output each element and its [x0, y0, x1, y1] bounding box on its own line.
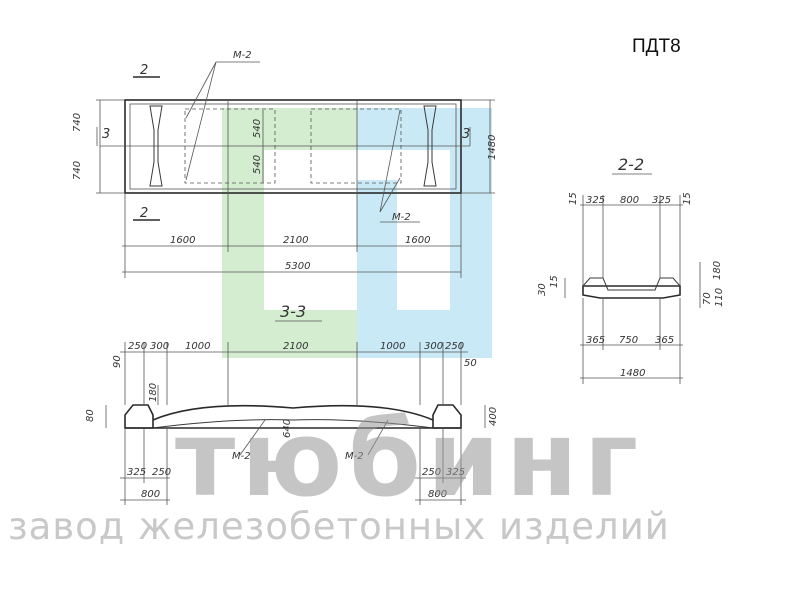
s22-top-dim-1: 15 [568, 192, 579, 205]
s33-bottom-right-dim-1: 250 [422, 467, 441, 478]
s22-right-dim-2: 70 [702, 292, 713, 305]
watermark-brand: тюбинг [175, 398, 645, 520]
plan-view: 2 3 3 2 М-2 М-2 740 740 1480 540 540 160… [72, 50, 498, 278]
logo-blue-stem [357, 180, 397, 310]
s22-bottom-dim-3: 365 [655, 335, 674, 346]
s22-top-dim-2: 325 [586, 195, 605, 206]
s33-top-dim-4: 2100 [283, 341, 308, 352]
s22-top-dim-4: 325 [652, 195, 671, 206]
s22-right-dim-1: 180 [712, 261, 723, 280]
section-2-2: 2-2 15 325 800 325 15 30 15 180 70 110 3… [537, 155, 725, 384]
plan-span-right: 1600 [405, 235, 430, 246]
s33-right-dim-2: 400 [488, 407, 499, 426]
section-2-2-title: 2-2 [618, 155, 644, 174]
logo-green-top [222, 108, 357, 150]
plan-height-upper: 740 [72, 113, 83, 132]
logo-blue-bottom [357, 310, 492, 358]
s33-top-dim-2: 300 [150, 341, 169, 352]
section-3-3: 3-3 250 300 1000 2100 1000 [85, 302, 499, 505]
logo-blue-top [357, 108, 492, 150]
s33-bottom-left-dim-1: 325 [127, 467, 146, 478]
s33-bottom-left-total: 800 [141, 489, 160, 500]
s33-left-dim-2: 80 [85, 409, 96, 422]
s33-inner-dim-1: 180 [148, 383, 159, 402]
s33-top-dim-5: 1000 [380, 341, 405, 352]
s33-inner-dim-2: 640 [282, 419, 293, 438]
plan-inner-dim-upper: 540 [252, 119, 263, 138]
s33-left-dim-1: 90 [112, 355, 123, 368]
section-3-3-title: 3-3 [280, 302, 306, 321]
s33-bottom-right-dim-2: 325 [446, 467, 465, 478]
plan-section-label-left: 3 [102, 127, 110, 142]
s22-right-dim-3: 110 [714, 288, 725, 307]
s33-top-dim-3: 1000 [185, 341, 210, 352]
plan-span-mid: 2100 [283, 235, 308, 246]
s22-top-dim-3: 800 [620, 195, 639, 206]
s33-top-dim-7: 250 [445, 341, 464, 352]
plan-section-label-top-left: 2 [140, 63, 148, 78]
watermark-logo [222, 108, 492, 358]
s22-top-dim-5: 15 [682, 192, 693, 205]
s33-top-dim-6: 300 [424, 341, 443, 352]
s22-total-width: 1480 [620, 368, 645, 379]
s33-callout-left: М-2 [232, 451, 251, 462]
s33-bottom-right-total: 800 [428, 489, 447, 500]
plan-height-lower: 740 [72, 161, 83, 180]
plan-callout-top: М-2 [233, 50, 252, 61]
watermark-tagline: завод железобетонных изделий [8, 505, 670, 548]
plan-height-total: 1480 [487, 135, 498, 160]
s33-right-dim-1: 50 [464, 358, 477, 369]
s33-bottom-left-dim-2: 250 [152, 467, 171, 478]
plan-span-left: 1600 [170, 235, 195, 246]
s33-top-dim-1: 250 [128, 341, 147, 352]
s33-callout-right: М-2 [345, 451, 364, 462]
plan-inner-dim-lower: 540 [252, 155, 263, 174]
drawing-title: ПДТ8 [632, 36, 681, 57]
s22-bottom-dim-1: 365 [586, 335, 605, 346]
plan-section-label-right: 3 [462, 127, 470, 142]
logo-green-bottom [222, 310, 357, 358]
s22-left-dim-2: 15 [549, 275, 560, 288]
s22-bottom-dim-2: 750 [619, 335, 638, 346]
plan-section-label-bottom-left: 2 [140, 206, 148, 221]
plan-total-length: 5300 [285, 261, 310, 272]
s22-left-dim-1: 30 [537, 283, 548, 296]
plan-callout-bottom: М-2 [392, 212, 411, 223]
